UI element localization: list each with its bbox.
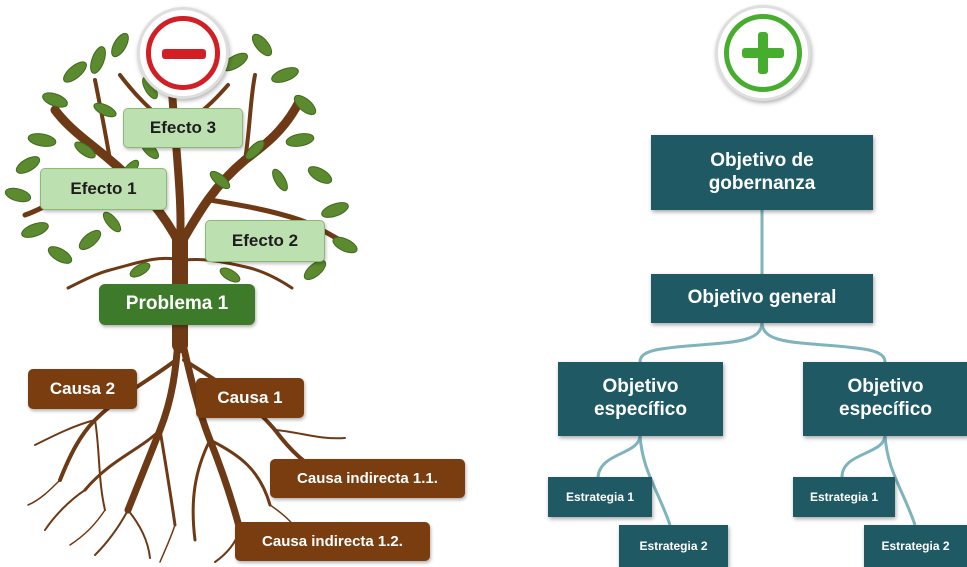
strategy-left-1-box: Estrategia 1 — [548, 477, 652, 517]
indirect-cause-1-2-box: Causa indirecta 1.2. — [235, 522, 430, 561]
plus-icon — [758, 32, 768, 74]
tree-roots — [27, 336, 346, 563]
cause-1-box: Causa 1 — [196, 378, 304, 418]
specific-objective-left-box: Objetivo específico — [558, 362, 723, 436]
governance-objective-box: Objetivo de gobernanza — [651, 135, 873, 210]
strategy-right-1-box: Estrategia 1 — [793, 477, 895, 517]
problem-box: Problema 1 — [99, 284, 255, 325]
effect-3-box: Efecto 3 — [123, 108, 243, 148]
effect-1-box: Efecto 1 — [40, 168, 167, 210]
objective-connectors — [596, 208, 917, 526]
plus-badge — [715, 5, 811, 101]
strategy-left-2-box: Estrategia 2 — [619, 525, 728, 567]
strategy-right-2-box: Estrategia 2 — [864, 525, 967, 567]
effect-2-box: Efecto 2 — [205, 220, 325, 262]
cause-2-box: Causa 2 — [28, 369, 137, 409]
minus-icon — [162, 49, 206, 59]
specific-objective-right-box: Objetivo específico — [803, 362, 967, 436]
general-objective-box: Objetivo general — [651, 274, 873, 323]
minus-badge — [137, 7, 229, 99]
tree-leaves — [4, 32, 358, 283]
indirect-cause-1-1-box: Causa indirecta 1.1. — [270, 459, 465, 498]
